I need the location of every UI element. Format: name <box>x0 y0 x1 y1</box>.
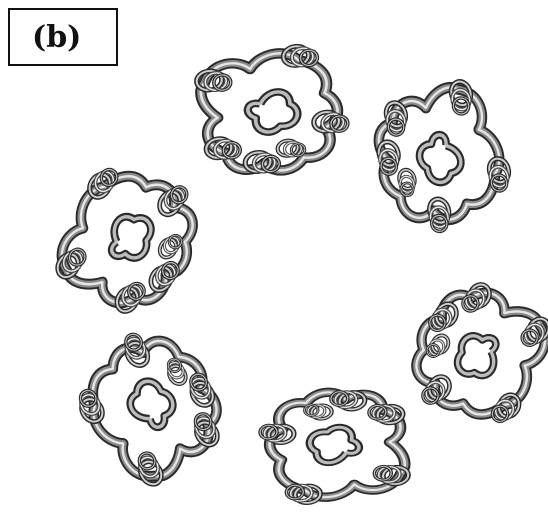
subunit-upper-left <box>43 147 216 326</box>
subunit-upper-right <box>363 75 521 243</box>
panel-label: (b) <box>8 8 118 66</box>
subunit-top <box>194 41 353 181</box>
subunit-lower-left <box>61 314 239 496</box>
subunit-bottom <box>257 386 410 506</box>
subunit-lower-right <box>393 270 548 443</box>
